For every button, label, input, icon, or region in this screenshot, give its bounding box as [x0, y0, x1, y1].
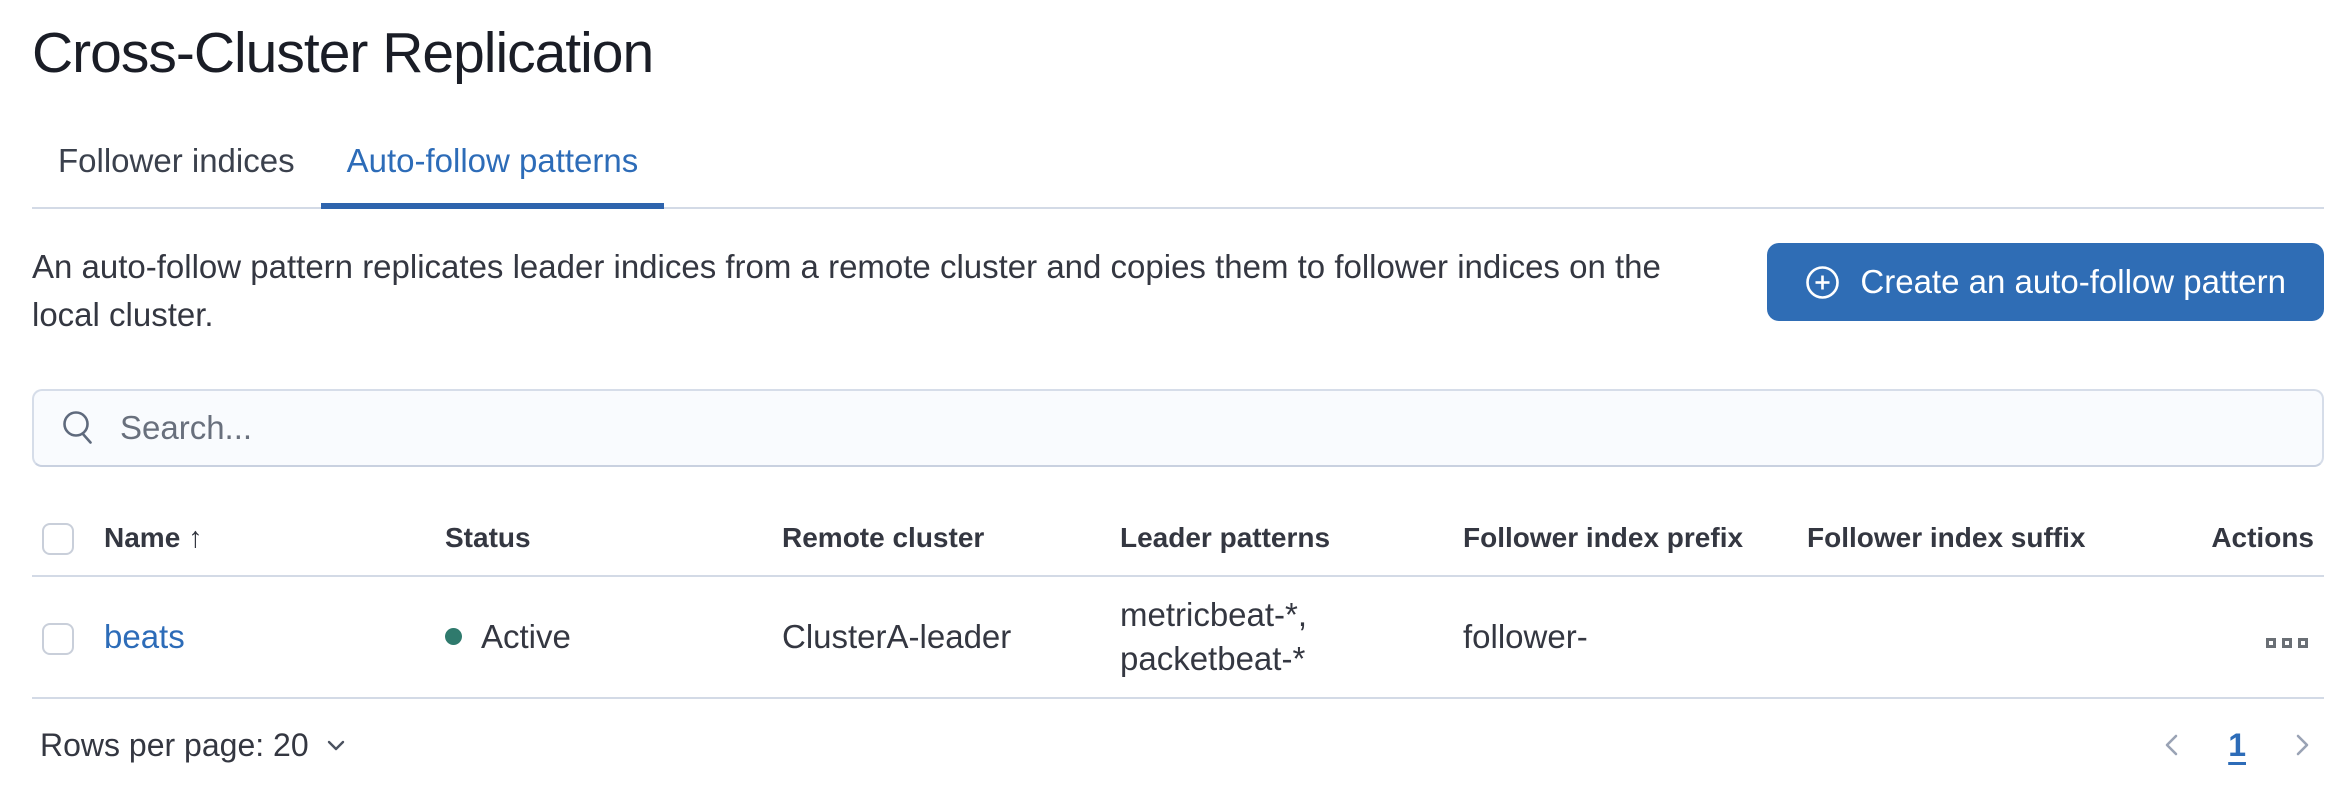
pattern-name-link[interactable]: beats [104, 617, 185, 655]
status-active-dot-icon [445, 628, 462, 646]
next-page-button[interactable] [2284, 727, 2320, 763]
rows-per-page-button[interactable]: Rows per page: 20 [40, 727, 349, 764]
previous-page-button[interactable] [2154, 727, 2190, 763]
tab-auto-follow-patterns[interactable]: Auto-follow patterns [320, 127, 665, 210]
create-button-label: Create an auto-follow pattern [1860, 263, 2286, 301]
chevron-down-icon [323, 732, 349, 758]
select-all-checkbox[interactable] [42, 522, 74, 555]
tab-follower-indices-label: Follower indices [58, 142, 295, 180]
chevron-right-icon [2288, 731, 2316, 759]
column-header-remote-cluster: Remote cluster [782, 507, 1120, 577]
tab-bar: Follower indices Auto-follow patterns [32, 127, 2324, 210]
tab-auto-follow-patterns-label: Auto-follow patterns [346, 142, 639, 180]
search-icon [60, 409, 98, 447]
page-number-1[interactable]: 1 [2228, 726, 2246, 763]
sort-ascending-icon: ↑ [188, 521, 203, 554]
remote-cluster-cell: ClusterA-leader [782, 575, 1120, 699]
name-cell: beats [104, 575, 445, 699]
column-header-actions: Actions [2184, 507, 2324, 577]
create-auto-follow-pattern-button[interactable]: Create an auto-follow pattern [1767, 243, 2324, 322]
leader-pattern-line: metricbeat-*, [1120, 595, 1308, 633]
intro-section: An auto-follow pattern replicates leader… [32, 243, 2324, 339]
column-header-name-label: Name [104, 521, 181, 553]
search-bar [32, 389, 2324, 468]
table-header-row: Name↑ Status Remote cluster Leader patte… [32, 507, 2324, 577]
page-controls: 1 [2154, 727, 2320, 764]
select-all-checkbox-cell [32, 507, 104, 577]
auto-follow-patterns-table: Name↑ Status Remote cluster Leader patte… [32, 507, 2324, 699]
boxes-horizontal-icon [2266, 637, 2308, 648]
column-header-leader-patterns: Leader patterns [1120, 507, 1463, 577]
status-cell: Active [445, 575, 782, 699]
page-title: Cross-Cluster Replication [32, 21, 654, 85]
row-checkbox[interactable] [42, 623, 74, 656]
status-label: Active [481, 617, 571, 655]
leader-pattern-line: packetbeat-* [1120, 639, 1306, 677]
column-header-status: Status [445, 507, 782, 577]
column-header-name[interactable]: Name↑ [104, 507, 445, 577]
leader-patterns-cell: metricbeat-*, packetbeat-* [1120, 575, 1463, 699]
row-checkbox-cell [32, 575, 104, 699]
tab-follower-indices[interactable]: Follower indices [32, 127, 321, 207]
row-actions-button[interactable] [2260, 632, 2314, 654]
search-input[interactable] [120, 409, 2296, 448]
actions-cell [2184, 575, 2324, 699]
rows-per-page-label: Rows per page: 20 [40, 726, 309, 763]
description-text: An auto-follow pattern replicates leader… [32, 248, 1661, 334]
pagination-bar: Rows per page: 20 1 [32, 699, 2324, 764]
column-header-follower-index-suffix: Follower index suffix [1807, 507, 2184, 577]
chevron-left-icon [2158, 731, 2186, 759]
follower-index-suffix-cell [1807, 575, 2184, 699]
plus-in-circle-icon [1805, 265, 1840, 300]
table-row-beats: beats Active ClusterA-leader metricbeat-… [32, 575, 2324, 699]
column-header-follower-index-prefix: Follower index prefix [1463, 507, 1807, 577]
follower-index-prefix-cell: follower- [1463, 575, 1807, 699]
